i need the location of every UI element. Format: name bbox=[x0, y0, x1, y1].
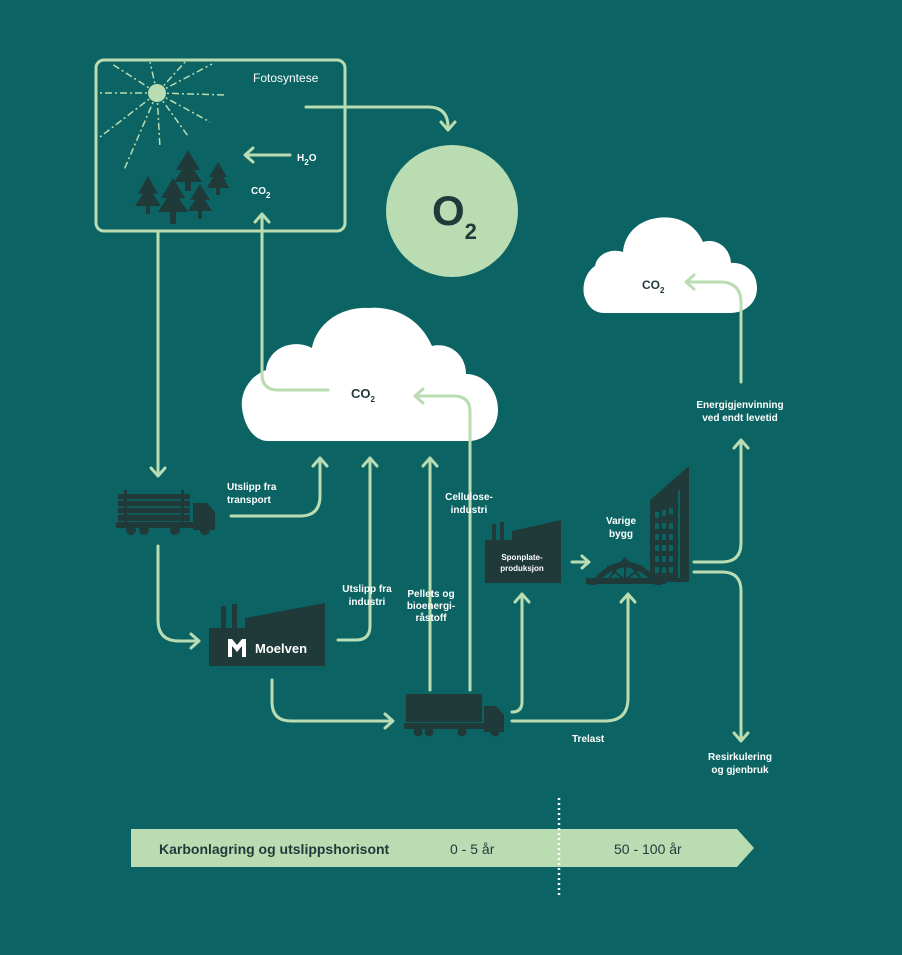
moelven-factory: Moelven bbox=[209, 603, 325, 666]
flow-lines-over-cloud bbox=[260, 328, 472, 462]
oxygen-sub: 2 bbox=[465, 219, 477, 244]
arrow-photosynthesis-to-oxygen bbox=[304, 105, 450, 131]
transport-label-line1: Utslipp fra bbox=[227, 482, 277, 493]
transport-label-line2: transport bbox=[227, 495, 272, 506]
arrow-head bbox=[243, 146, 255, 164]
pellets-label-line2: bioenergi- bbox=[407, 601, 455, 612]
arrow-head bbox=[421, 456, 439, 468]
arrow-head bbox=[684, 273, 696, 291]
arrow-trelast-to-bridge bbox=[510, 594, 630, 723]
co2-sub: 2 bbox=[660, 286, 665, 295]
arrow-industry-emission bbox=[336, 458, 372, 642]
arrow-building-to-recycling bbox=[692, 570, 743, 742]
arrow-truck-to-sponplate bbox=[510, 594, 524, 714]
industry-label-line1: Utslipp fra bbox=[342, 584, 392, 595]
building-icon bbox=[650, 466, 689, 582]
arrow-head bbox=[619, 592, 637, 604]
sponplate-factory: Sponplate- produksjon bbox=[485, 520, 561, 583]
arrow-head bbox=[189, 632, 201, 650]
arrow-transport-emission bbox=[229, 458, 322, 518]
oxygen-circle: O2 bbox=[386, 145, 518, 277]
arrow-head bbox=[311, 456, 329, 468]
co2-main: CO bbox=[351, 386, 371, 401]
energy-label-line1: Energigjenvinning bbox=[696, 400, 783, 411]
timeline-bar: Karbonlagring og utslippshorisont 0 - 5 … bbox=[131, 798, 754, 895]
cellulose-label-line1: Cellulose- bbox=[445, 492, 493, 503]
h2o-label: H2O bbox=[297, 153, 317, 167]
flow-lines-over-right-cloud bbox=[684, 273, 743, 332]
arrow-head bbox=[513, 592, 531, 604]
co2-main: CO bbox=[251, 186, 266, 197]
pellets-label-line3: råstoff bbox=[415, 612, 447, 624]
co2-label-photosynthesis: CO2 bbox=[251, 186, 271, 200]
arrow-over-cloud-left bbox=[260, 328, 330, 392]
arrow-moelven-to-truck bbox=[270, 678, 394, 723]
arrow-building-to-energy bbox=[692, 440, 743, 564]
arrow-head bbox=[149, 466, 167, 478]
timeline-short-term: 0 - 5 år bbox=[450, 841, 495, 857]
photosynthesis-box: Fotosyntese H2O CO2 bbox=[94, 58, 347, 233]
oxygen-main: O bbox=[432, 187, 465, 234]
forest-icon bbox=[135, 150, 229, 224]
arrow-over-right-cloud bbox=[685, 280, 743, 332]
log-truck-icon bbox=[116, 490, 215, 535]
sponplate-line1: Sponplate- bbox=[501, 553, 543, 562]
arrow-head bbox=[413, 387, 425, 405]
photosynthesis-title: Fotosyntese bbox=[253, 71, 319, 85]
arrow-head bbox=[732, 731, 750, 743]
arrow-head bbox=[439, 120, 457, 132]
energy-label-line2: ved endt levetid bbox=[702, 413, 778, 424]
recycle-label-line2: og gjenbruk bbox=[711, 765, 769, 776]
arrow-head bbox=[253, 212, 271, 224]
arrow-truck-to-moelven bbox=[156, 544, 200, 643]
arrow-head bbox=[361, 456, 379, 468]
trelast-label: Trelast bbox=[572, 734, 605, 745]
oxygen-label: O2 bbox=[432, 187, 477, 244]
h2o-end: O bbox=[309, 153, 317, 164]
industry-label-line2: industri bbox=[349, 597, 386, 608]
varige-label-line1: Varige bbox=[606, 516, 636, 527]
main-cloud: CO2 bbox=[241, 307, 499, 441]
recycle-label-line1: Resirkulering bbox=[708, 752, 772, 763]
sponplate-line2: produksjon bbox=[500, 564, 544, 573]
sun-icon bbox=[99, 61, 227, 171]
arrow-over-cloud-right bbox=[414, 394, 472, 462]
bridge-icon bbox=[586, 557, 666, 585]
co2-main: CO bbox=[642, 278, 660, 292]
varige-label-line2: bygg bbox=[609, 529, 633, 540]
co2-label-right-cloud: CO2 bbox=[642, 278, 665, 295]
co2-label-main-cloud: CO2 bbox=[351, 386, 376, 404]
arrow-head bbox=[732, 438, 750, 450]
moelven-logo-icon bbox=[228, 639, 246, 657]
h2o-main: H bbox=[297, 153, 304, 164]
cellulose-label-line2: industri bbox=[451, 505, 488, 516]
arrow-head bbox=[383, 712, 395, 730]
co2-sub: 2 bbox=[266, 191, 271, 200]
timeline-title: Karbonlagring og utslippshorisont bbox=[159, 841, 390, 857]
flow-labels: Utslipp fra transport Utslipp fra indust… bbox=[227, 400, 784, 776]
right-cloud: CO2 bbox=[583, 217, 757, 313]
moelven-label: Moelven bbox=[255, 641, 307, 656]
timeline-long-term: 50 - 100 år bbox=[614, 841, 682, 857]
pellets-label-line1: Pellets og bbox=[407, 589, 454, 600]
h2o-sub: 2 bbox=[304, 158, 309, 167]
arrow-head bbox=[580, 554, 591, 570]
container-truck-icon bbox=[404, 694, 504, 737]
co2-sub: 2 bbox=[371, 395, 376, 404]
